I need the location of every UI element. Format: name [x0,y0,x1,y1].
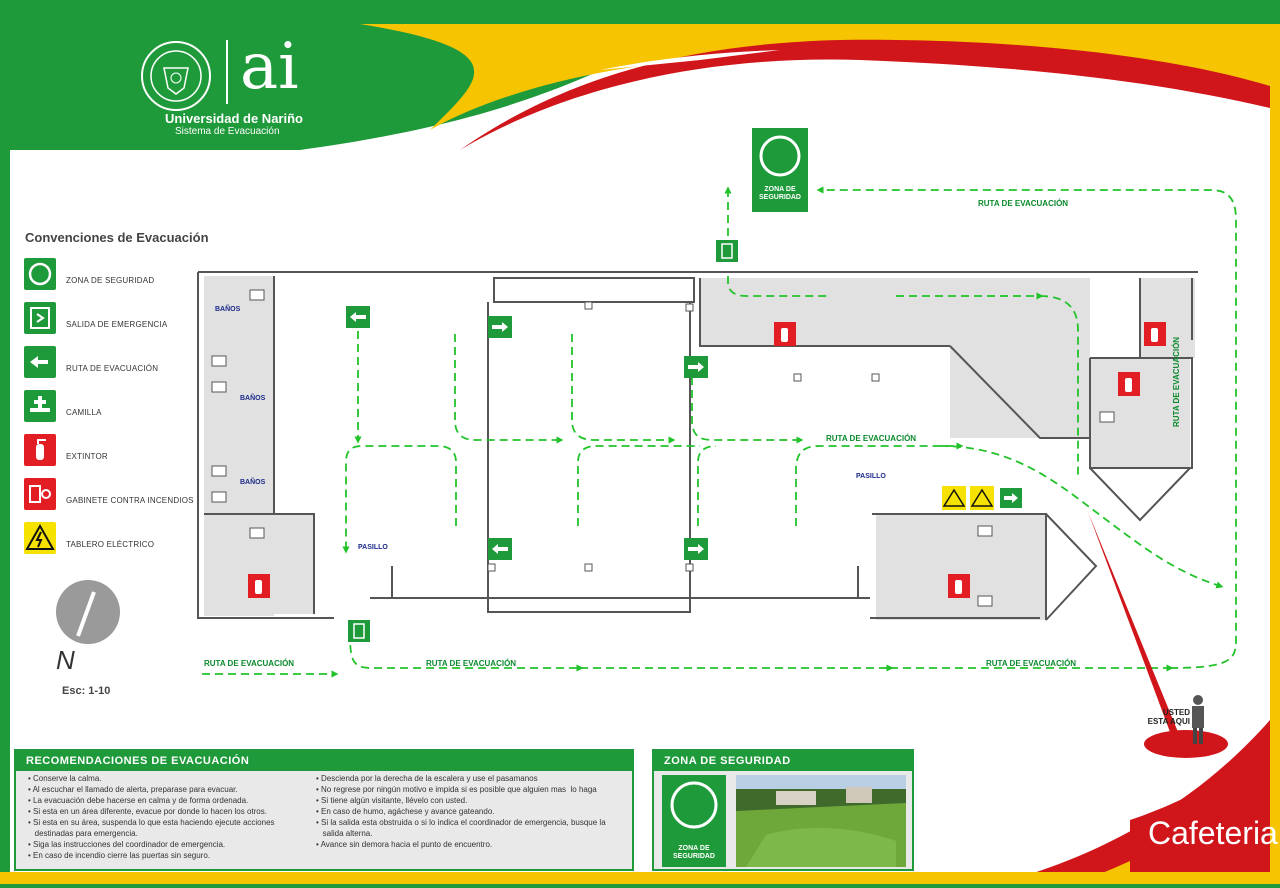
route-sign-icon [684,538,708,560]
recommendation-item: Si esta en su área, suspenda lo que esta… [28,817,275,839]
route-label-vertical: RUTA DE EVACUACIÓN [1172,336,1181,427]
route-label: RUTA DE EVACUACIÓN [826,434,917,443]
legend-label: Tablero eléctrico [66,540,155,549]
route-sign-icon [346,306,370,328]
recommendation-item: No regrese por ningún motivo e impida si… [316,784,606,795]
safety-zone-panel-title: Zona de Seguridad [654,751,912,771]
extinguisher-icon [774,322,796,346]
room-label: BAÑOS [240,395,266,402]
logo-mark: ai [240,30,299,104]
route-sign-icon [488,316,512,338]
legend-item-safety-zone: Zona de seguridad [24,258,264,294]
room-label: BAÑOS [215,306,241,313]
electrical-panel-icon [942,486,966,510]
logo-divider [226,40,228,104]
legend-item-fire-cabinet: Gabinete contra incendios [24,478,264,514]
legend-label: Ruta de evacuación [66,364,159,373]
recommendation-item: Descienda por la derecha de la escalera … [316,773,606,784]
recommendation-item: Avance sin demora hacia el punto de encu… [316,839,606,850]
legend-item-electrical-panel: Tablero eléctrico [24,522,264,558]
electrical-panel-icon [24,522,56,554]
safety-zone-icon [759,135,801,177]
legend-label: Salida de emergencia [66,320,168,329]
university-seal-icon [141,41,211,111]
legend-label: Camilla [66,408,102,417]
extinguisher-icon [1118,372,1140,396]
route-sign-icon [1000,488,1022,508]
electrical-panel-icon [970,486,994,510]
safety-zone-sign-label: ZONA DE SEGURIDAD [758,186,801,201]
recommendations-col2: Descienda por la derecha de la escalera … [316,773,606,850]
route-label: RUTA DE EVACUACIÓN [426,659,517,668]
exit-sign-icon [348,620,370,642]
recommendation-item: Siga las instrucciones del coordinador d… [28,839,275,850]
recommendation-item: En caso de humo, agáchese y avance gatea… [316,806,606,817]
route-sign-icon [488,538,512,560]
fire-cabinet-icon [24,478,56,510]
legend-item-emergency-exit: Salida de emergencia [24,302,264,338]
emergency-exit-icon [24,302,56,334]
recommendations-col1: Conserve la calma. Al escuchar el llamad… [28,773,275,861]
compass-icon [56,580,120,644]
legend-item-evacuation-route: Ruta de evacuación [24,346,264,382]
room-label: PASILLO [856,473,886,480]
recommendation-item: Si esta en un área diferente, evacue por… [28,806,275,817]
compass-north: N [56,645,75,675]
legend-label: Zona de seguridad [66,276,155,285]
you-are-here-label: USTED ESTA AQUI [1147,708,1190,726]
safety-zone-icon [24,258,56,290]
recommendation-item: La evacuación debe hacerse en calma y de… [28,795,275,806]
recommendation-item: Si tiene algún visitante, llévelo con us… [316,795,606,806]
building-name: Cafeteria [1148,815,1278,851]
extinguisher-icon [1144,322,1166,346]
route-label: RUTA DE EVACUACIÓN [204,659,295,668]
recommendation-item: En caso de incendio cierre las puertas s… [28,850,275,861]
university-name: Universidad de Nariño [165,111,303,126]
safety-zone-panel: Zona de Seguridad ZONA DE SEGURIDAD [652,749,914,871]
safety-zone-photo [736,775,906,867]
evacuation-route-icon [24,346,56,378]
legend-title: Convenciones de Evacuación [25,230,209,245]
safety-zone-icon [670,781,718,829]
stretcher-icon [24,390,56,422]
extinguisher-icon [948,574,970,598]
room-label: BAÑOS [240,479,266,486]
route-sign-icon [684,356,708,378]
person-icon [1192,695,1204,744]
route-label: RUTA DE EVACUACIÓN [986,659,1077,668]
extinguisher-icon [24,434,56,466]
legend-label: Gabinete contra incendios [66,496,194,505]
safety-zone-sign: ZONA DE SEGURIDAD [662,775,726,867]
recommendations-title: Recomendaciones de Evacuación [16,751,632,771]
recommendation-item: Conserve la calma. [28,773,275,784]
legend-item-stretcher: Camilla [24,390,264,426]
legend-label: Extintor [66,452,108,461]
recommendation-item: Al escuchar el llamado de alerta, prepar… [28,784,275,795]
legend-item-extinguisher: Extintor [24,434,264,470]
exit-sign-icon [716,240,738,262]
route-label: RUTA DE EVACUACIÓN [978,199,1069,208]
system-name: Sistema de Evacuación [175,126,280,137]
scale-label: Esc: 1-10 [62,685,111,697]
recommendations-panel: Recomendaciones de Evacuación Conserve l… [14,749,634,871]
room-label: PASILLO [358,544,388,551]
safety-zone-sign-label: ZONA DE SEGURIDAD [672,845,715,860]
safety-zone-sign: ZONA DE SEGURIDAD [752,128,808,212]
extinguisher-icon [248,574,270,598]
recommendation-item: Si la salida esta obstruida o si lo indi… [316,817,606,839]
